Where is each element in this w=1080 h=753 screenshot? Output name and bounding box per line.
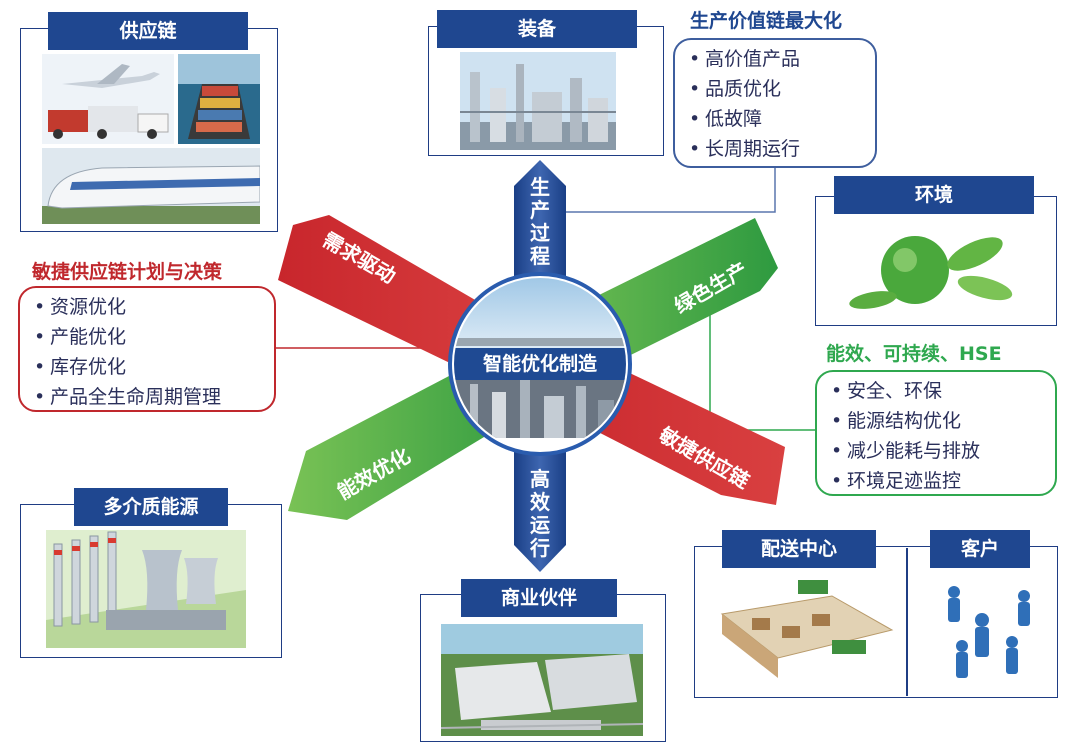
distribution-title: 配送中心 [722, 530, 876, 568]
list-item: •产品全生命周期管理 [34, 386, 222, 408]
center-label: 智能优化制造 [482, 353, 597, 375]
value-chain-heading: 生产价值链最大化 [690, 10, 843, 32]
industrial-park-image [441, 624, 643, 736]
customer-figures-image [926, 578, 1046, 688]
efficient-operation-label: 高效 运行 [530, 467, 550, 560]
agile-plan-list: •资源优化 •产能优化 •库存优化 •产品全生命周期管理 [18, 286, 276, 412]
list-item: •品质优化 [689, 78, 782, 100]
power-plant-image [46, 530, 246, 648]
efficiency-heading: 能效、可持续、HSE [826, 343, 1002, 365]
refinery-equipment-image [460, 52, 616, 150]
list-item: •能源结构优化 [831, 410, 962, 432]
cargo-ship-image [178, 54, 260, 144]
customer-title: 客户 [930, 530, 1030, 568]
energy-title: 多介质能源 [74, 488, 228, 526]
panel-divider [906, 548, 908, 696]
supply-chain-title: 供应链 [48, 12, 248, 50]
list-item: •减少能耗与排放 [831, 440, 981, 462]
list-item: •产能优化 [34, 326, 127, 348]
environment-title: 环境 [834, 176, 1034, 214]
list-item: •环境足迹监控 [831, 470, 962, 492]
efficiency-list: •安全、环保 •能源结构优化 •减少能耗与排放 •环境足迹监控 [815, 370, 1057, 496]
list-item: •高价值产品 [689, 48, 801, 70]
production-process-label: 生产 过程 [530, 175, 550, 268]
value-chain-list: •高价值产品 •品质优化 •低故障 •长周期运行 [673, 38, 877, 168]
airplane-trucks-image [42, 54, 174, 144]
equipment-title: 装备 [437, 10, 637, 48]
green-globe-image [845, 214, 1025, 318]
list-item: •资源优化 [34, 296, 127, 318]
list-item: •长周期运行 [689, 138, 801, 160]
list-item: •库存优化 [34, 356, 127, 378]
list-item: •低故障 [689, 108, 763, 130]
partners-title: 商业伙伴 [461, 579, 617, 617]
high-speed-train-image [42, 148, 260, 224]
center-hub [448, 272, 632, 456]
distribution-center-image [702, 574, 900, 686]
list-item: •安全、环保 [831, 380, 943, 402]
agile-plan-heading: 敏捷供应链计划与决策 [32, 261, 223, 283]
